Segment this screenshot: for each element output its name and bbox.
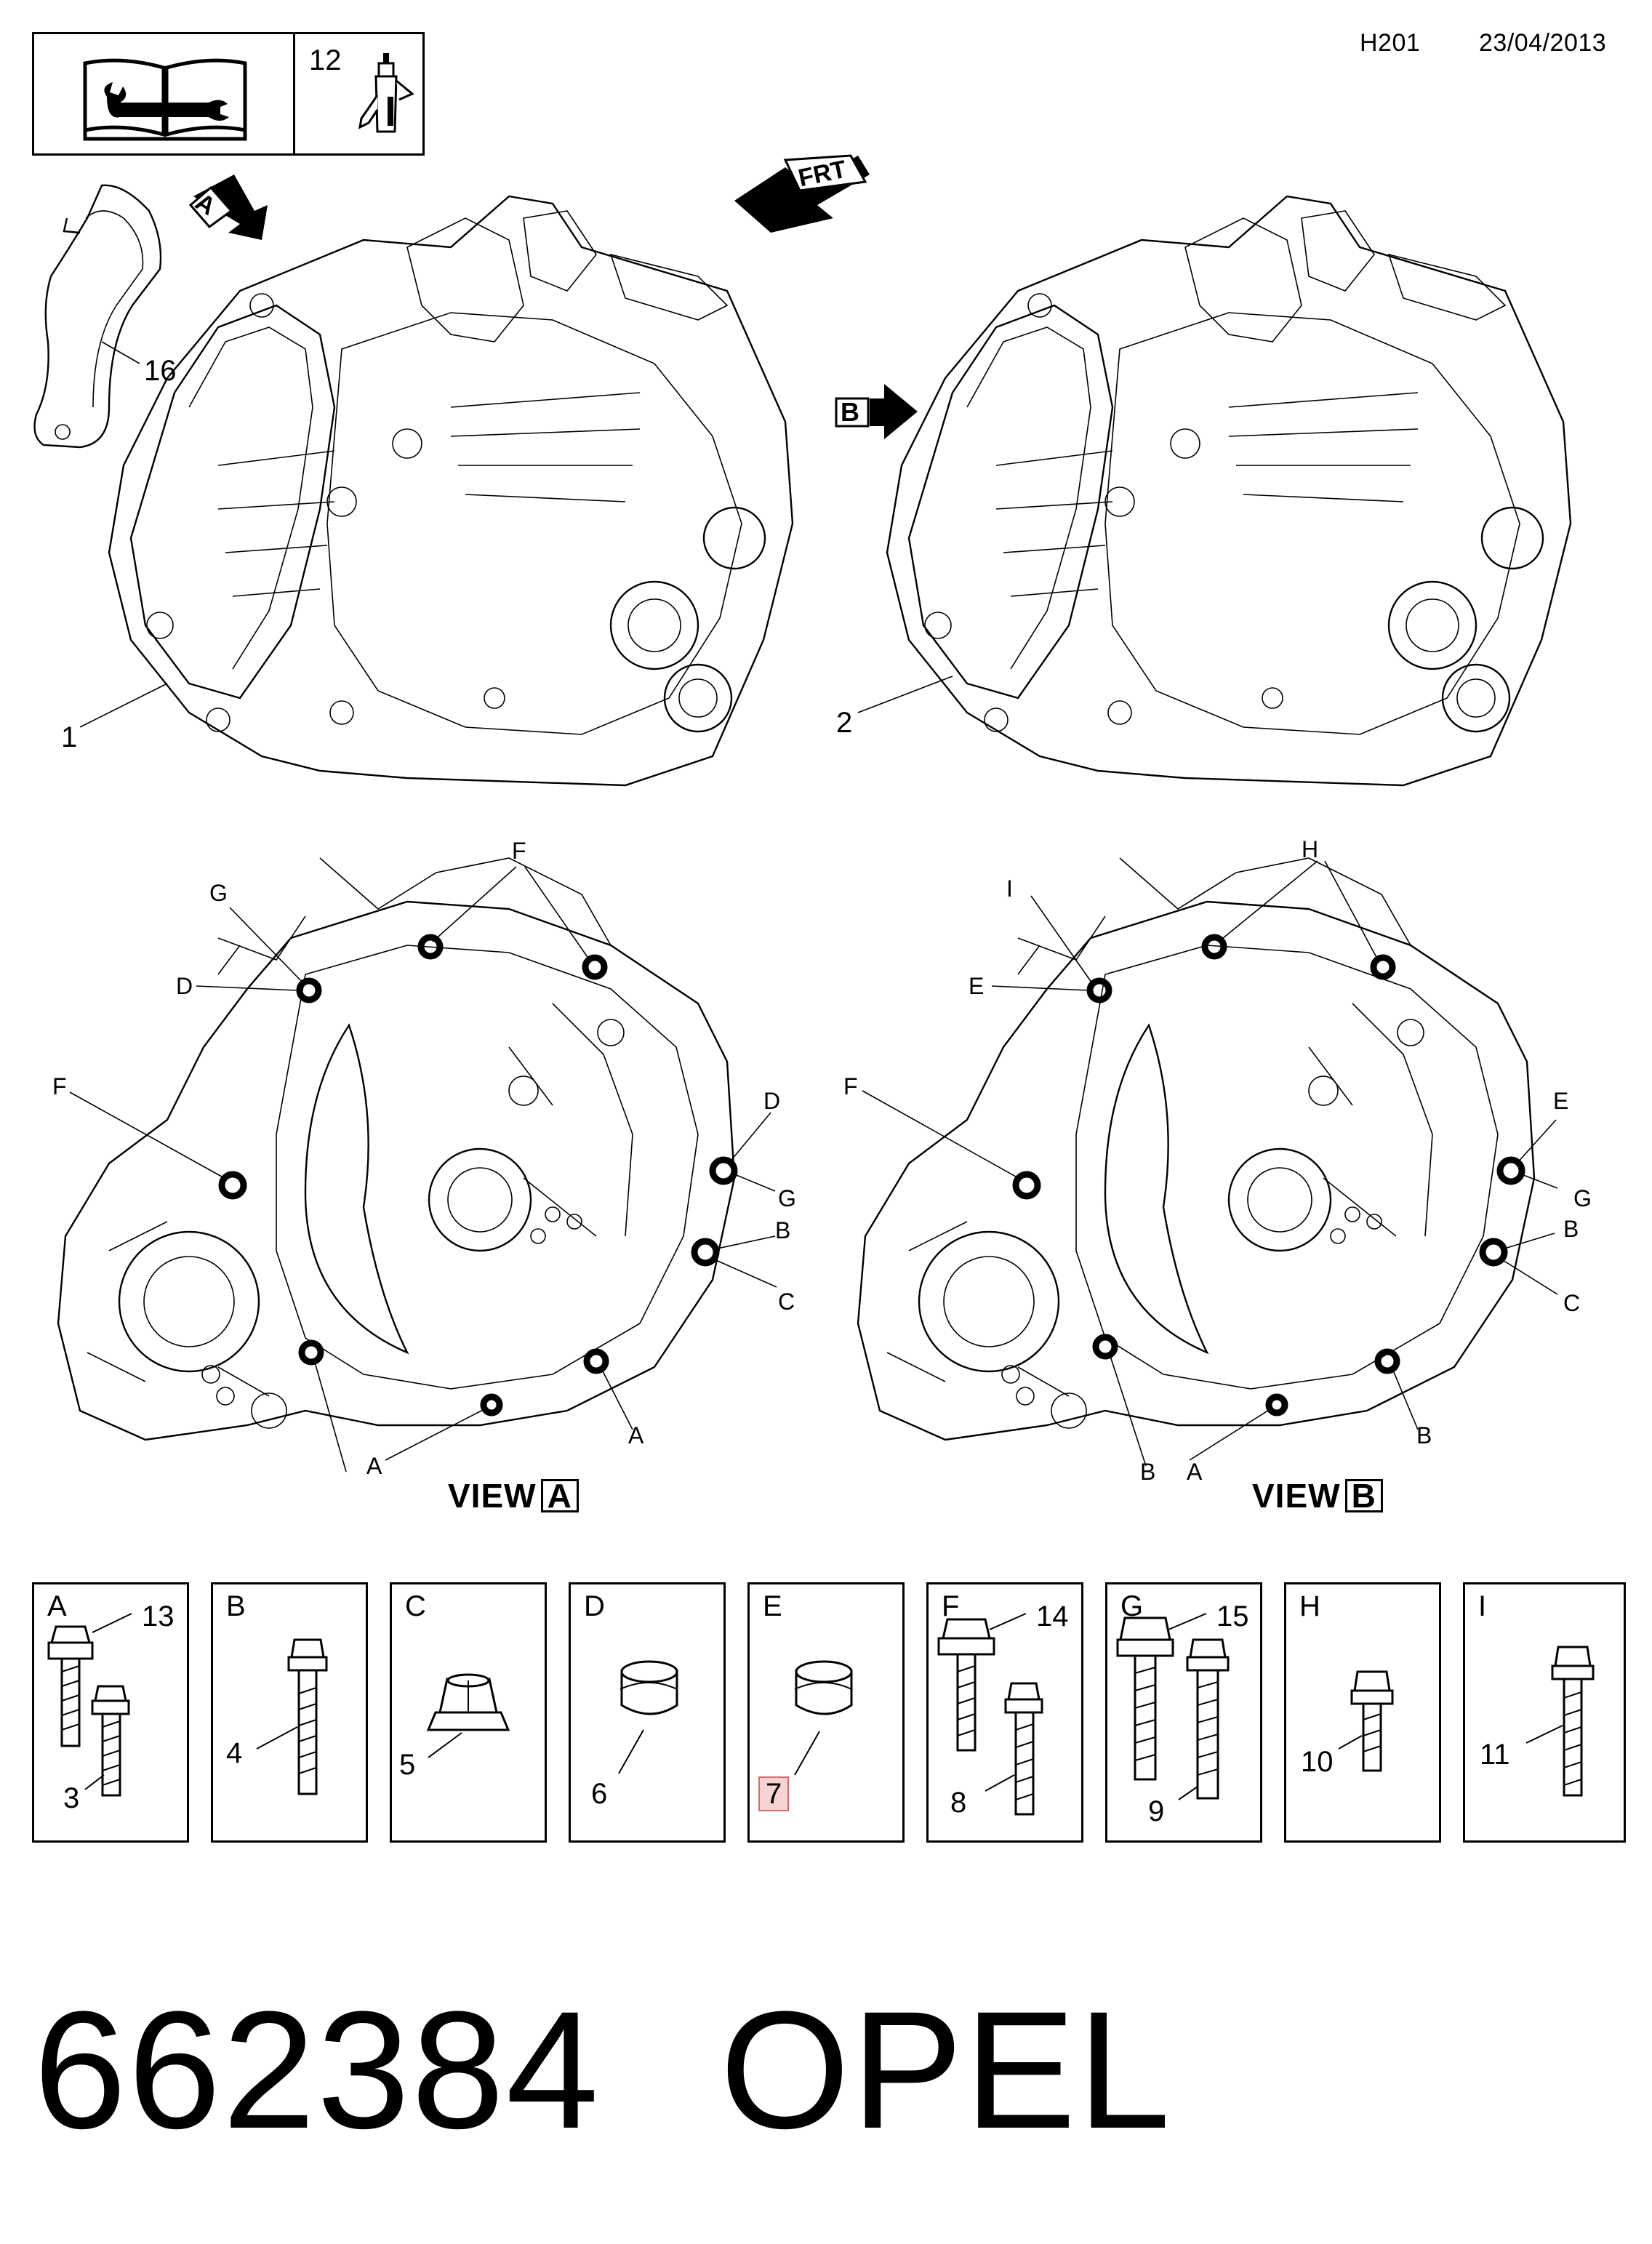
dowel-sleeve-icon bbox=[794, 1660, 853, 1776]
gearbox-2-number: 2 bbox=[836, 707, 853, 739]
kit-part-number: 9 bbox=[1148, 1795, 1165, 1827]
kit-letter: F bbox=[942, 1590, 960, 1622]
view-a-callout: C bbox=[778, 1289, 795, 1315]
kit-part-number: 15 bbox=[1216, 1600, 1249, 1632]
view-a-callout: D bbox=[763, 1088, 781, 1114]
flange-bolt-icon bbox=[47, 1613, 132, 1797]
book-wrench-icon bbox=[78, 49, 252, 143]
drawing-code: H201 bbox=[1360, 29, 1421, 57]
view-b-title-text: VIEW bbox=[1252, 1477, 1341, 1515]
view-a-callout: F bbox=[52, 1073, 67, 1099]
gearbox-2-drawing bbox=[857, 195, 1572, 787]
flange-nut-icon bbox=[426, 1673, 510, 1758]
view-b-callout: I bbox=[1006, 875, 1013, 902]
flange-bolt-icon bbox=[937, 1613, 1043, 1816]
kit-e-box: E 7 bbox=[747, 1582, 905, 1843]
view-b-callout: B bbox=[1563, 1216, 1579, 1242]
legend-divider bbox=[293, 34, 295, 153]
kit-letter: H bbox=[1299, 1590, 1320, 1622]
kit-letter: B bbox=[226, 1590, 246, 1622]
kit-part-number: 11 bbox=[1480, 1739, 1510, 1771]
kit-part-number: 13 bbox=[142, 1600, 175, 1632]
drawing-date: 23/04/2013 bbox=[1479, 29, 1607, 57]
view-b-callout: H bbox=[1302, 836, 1319, 862]
kit-part-number-highlighted: 7 bbox=[758, 1776, 790, 1811]
view-b-callout: B bbox=[1416, 1422, 1432, 1448]
flange-bolt-icon bbox=[1116, 1613, 1230, 1800]
view-b-callout: B bbox=[1140, 1459, 1156, 1485]
view-b-callout: A bbox=[1187, 1459, 1203, 1485]
flange-bolt-icon bbox=[256, 1638, 328, 1795]
kit-f-box: F 14 8 bbox=[926, 1582, 1083, 1843]
kit-part-number: 6 bbox=[591, 1778, 608, 1810]
brand-large: OPEL bbox=[720, 1976, 1172, 2163]
sealant-tube-icon bbox=[354, 52, 427, 146]
kit-letter: C bbox=[405, 1590, 426, 1622]
kit-b-box: B 4 bbox=[211, 1582, 368, 1843]
kit-part-number: 14 bbox=[1036, 1600, 1069, 1632]
kit-letter: D bbox=[584, 1590, 605, 1622]
view-a-callout: F bbox=[512, 838, 526, 864]
kit-h-box: H 10 bbox=[1284, 1582, 1441, 1843]
bracket-drawing bbox=[33, 184, 162, 449]
dowel-sleeve-icon bbox=[618, 1660, 678, 1774]
kit-part-number: 8 bbox=[950, 1787, 967, 1819]
view-b-housing-drawing bbox=[857, 857, 1558, 1467]
view-a-callout: B bbox=[775, 1217, 791, 1243]
view-b-callout: E bbox=[1553, 1088, 1569, 1114]
gearbox-1-number: 1 bbox=[61, 721, 78, 753]
torque-number: 12 bbox=[309, 44, 342, 76]
kit-c-box: C 5 bbox=[390, 1582, 547, 1843]
view-b-title-letter: B bbox=[1344, 1479, 1383, 1512]
view-b-callout: E bbox=[969, 973, 985, 999]
view-a-arrow bbox=[188, 175, 268, 240]
kit-part-number: 5 bbox=[399, 1749, 416, 1781]
view-a-title-letter: A bbox=[540, 1479, 579, 1512]
flange-bolt-icon bbox=[1338, 1670, 1394, 1772]
view-b-callout: F bbox=[843, 1073, 858, 1099]
gearbox-1-drawing bbox=[79, 195, 794, 787]
view-a-callout: G bbox=[778, 1185, 796, 1211]
view-b-callout: G bbox=[1573, 1185, 1592, 1211]
kit-part-number: 10 bbox=[1301, 1746, 1334, 1778]
kit-part-number: 4 bbox=[226, 1737, 243, 1769]
flange-bolt-icon bbox=[1525, 1646, 1595, 1797]
kit-g-box: G 15 9 bbox=[1105, 1582, 1262, 1843]
part-number-large: 662384 bbox=[33, 1976, 601, 2163]
view-a-housing-drawing bbox=[57, 857, 777, 1472]
view-b-callout: C bbox=[1563, 1290, 1581, 1316]
kit-letter: E bbox=[763, 1590, 782, 1622]
kit-a-box: A 13 3 bbox=[32, 1582, 189, 1843]
view-a-callout: A bbox=[366, 1453, 382, 1479]
front-arrow bbox=[734, 154, 870, 233]
view-b-arrow-label: B bbox=[841, 397, 859, 427]
view-a-callout: D bbox=[176, 973, 193, 999]
view-a-callout: G bbox=[209, 880, 228, 906]
kit-letter: A bbox=[47, 1590, 67, 1622]
view-a-callout: A bbox=[628, 1422, 644, 1448]
kit-letter: I bbox=[1478, 1590, 1487, 1622]
view-a-title-text: VIEW bbox=[448, 1477, 537, 1515]
kit-i-box: I 11 bbox=[1463, 1582, 1626, 1843]
kit-d-box: D 6 bbox=[569, 1582, 726, 1843]
legend-box: 12 bbox=[32, 32, 425, 156]
bracket-number: 16 bbox=[144, 355, 177, 387]
kit-part-number: 3 bbox=[63, 1782, 80, 1814]
view-b-arrow bbox=[835, 384, 918, 439]
